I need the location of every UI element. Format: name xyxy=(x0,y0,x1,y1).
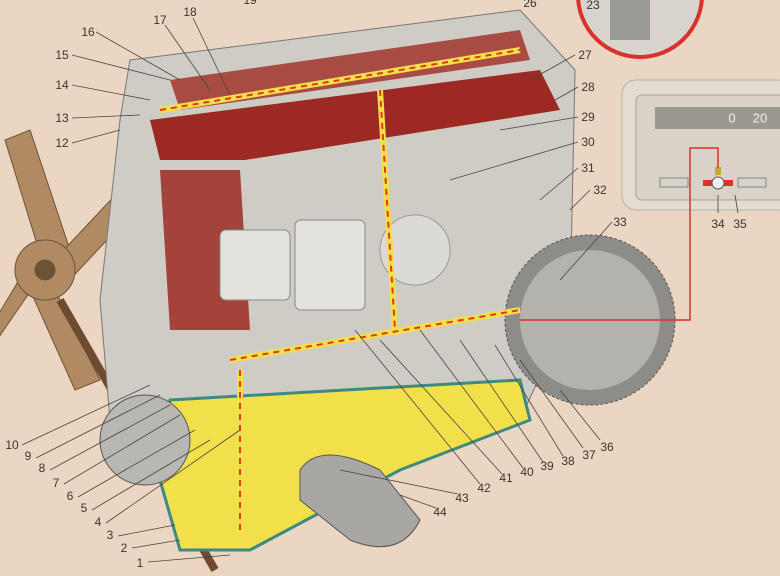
label-17: 17 xyxy=(153,13,167,27)
label-5: 5 xyxy=(80,501,88,515)
label-31: 31 xyxy=(581,161,595,175)
label-38: 38 xyxy=(561,454,575,468)
label-15: 15 xyxy=(55,48,69,62)
label-13: 13 xyxy=(55,111,69,125)
label-1: 1 xyxy=(136,556,144,570)
label-12: 12 xyxy=(55,136,69,150)
label-44: 44 xyxy=(433,505,447,519)
label-2: 2 xyxy=(120,541,128,555)
label-28: 28 xyxy=(581,80,595,94)
label-3: 3 xyxy=(106,528,114,542)
label-26: 26 xyxy=(523,0,537,10)
label-4: 4 xyxy=(94,515,102,529)
label-42: 42 xyxy=(477,481,491,495)
label-37: 37 xyxy=(582,448,596,462)
oil-flow-arrows xyxy=(159,49,521,530)
label-36: 36 xyxy=(600,440,614,454)
gauge-scale-20: 20 xyxy=(752,110,768,126)
label-23: 23 xyxy=(586,0,600,12)
label-35: 35 xyxy=(733,217,747,231)
label-6: 6 xyxy=(66,489,74,503)
label-7: 7 xyxy=(52,476,60,490)
label-19: 19 xyxy=(243,0,257,7)
label-43: 43 xyxy=(455,491,469,505)
label-34: 34 xyxy=(711,217,725,231)
oil-filter xyxy=(299,454,421,548)
label-29: 29 xyxy=(581,110,595,124)
sender-wire xyxy=(520,147,719,321)
leader-lines xyxy=(21,17,739,563)
label-33: 33 xyxy=(613,215,627,229)
label-27: 27 xyxy=(578,48,592,62)
label-18: 18 xyxy=(183,5,197,19)
gauge-scale-0: 0 xyxy=(728,110,736,126)
label-39: 39 xyxy=(540,459,554,473)
pulley xyxy=(99,394,191,486)
label-32: 32 xyxy=(593,183,607,197)
label-14: 14 xyxy=(55,78,69,92)
label-8: 8 xyxy=(38,461,46,475)
inset-circle xyxy=(576,0,704,59)
label-9: 9 xyxy=(24,449,32,463)
engine-block xyxy=(99,9,576,471)
label-30: 30 xyxy=(581,135,595,149)
label-10: 10 xyxy=(5,438,19,452)
label-41: 41 xyxy=(499,471,513,485)
label-40: 40 xyxy=(520,465,534,479)
instrument-panel xyxy=(621,79,780,211)
label-16: 16 xyxy=(81,25,95,39)
